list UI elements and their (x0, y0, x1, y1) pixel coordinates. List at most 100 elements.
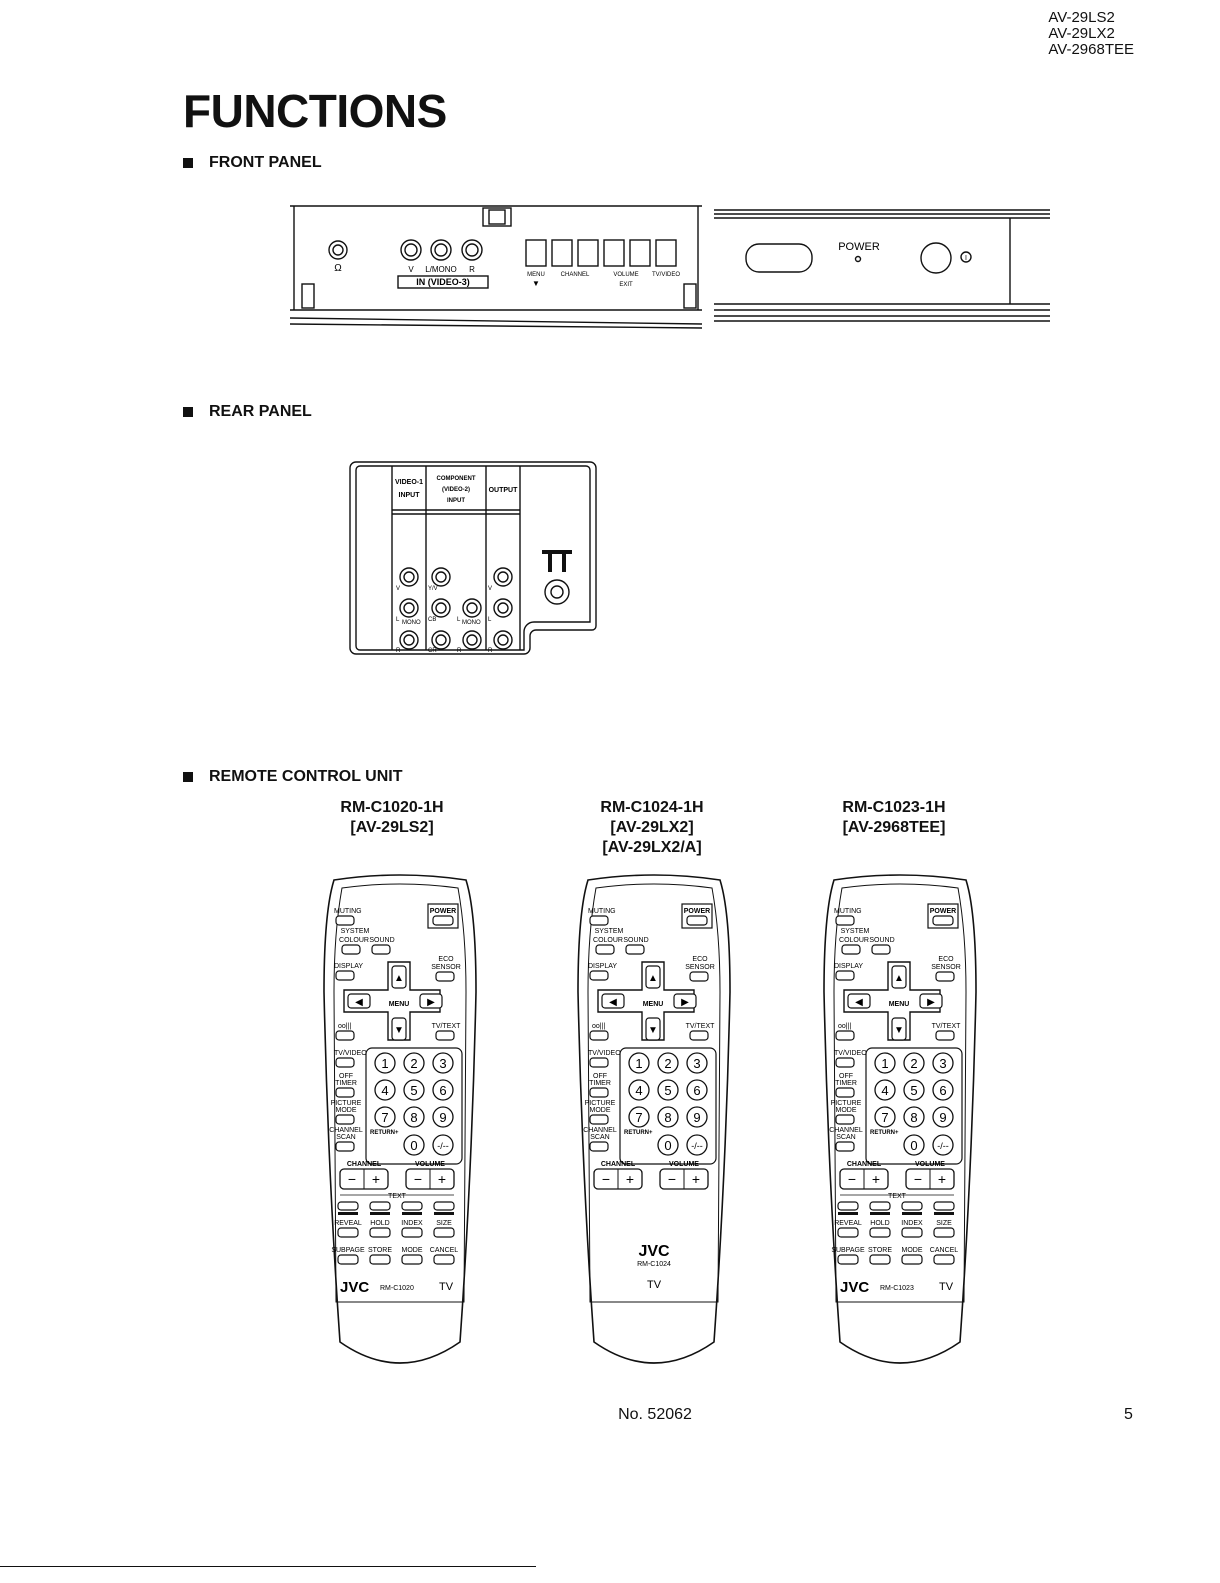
text-row1-button[interactable] (869, 1227, 891, 1238)
right-button[interactable] (673, 993, 697, 1009)
tvtext-button[interactable] (435, 1030, 455, 1041)
text-row2-button[interactable] (933, 1254, 955, 1265)
sound-button[interactable] (871, 944, 891, 955)
text-color-button[interactable] (433, 1201, 455, 1211)
sub-button[interactable] (335, 1030, 355, 1041)
picture-mode-button[interactable] (335, 1114, 355, 1125)
down-button[interactable] (645, 1017, 661, 1041)
text-row2-button[interactable] (901, 1254, 923, 1265)
text-row2-button[interactable] (401, 1254, 423, 1265)
left-button[interactable] (601, 993, 625, 1009)
digit-button[interactable] (657, 1079, 679, 1101)
digit-button[interactable] (657, 1106, 679, 1128)
power-button[interactable] (432, 915, 454, 926)
digit-button[interactable] (686, 1106, 708, 1128)
colour-button[interactable] (341, 944, 361, 955)
digit-button[interactable] (628, 1106, 650, 1128)
digit-button[interactable] (374, 1106, 396, 1128)
down-button[interactable] (391, 1017, 407, 1041)
text-color-button[interactable] (401, 1201, 423, 1211)
off-timer-button[interactable] (835, 1087, 855, 1098)
up-button[interactable] (891, 965, 907, 989)
eco-sensor-button[interactable] (689, 971, 709, 982)
colour-button[interactable] (595, 944, 615, 955)
text-color-button[interactable] (933, 1201, 955, 1211)
digit-button[interactable] (874, 1106, 896, 1128)
display-button[interactable] (589, 970, 609, 981)
digit-button[interactable] (403, 1106, 425, 1128)
digit-button[interactable] (403, 1052, 425, 1074)
digit-button[interactable] (403, 1134, 425, 1156)
digit-button[interactable] (432, 1052, 454, 1074)
digit-button[interactable] (903, 1106, 925, 1128)
display-button[interactable] (335, 970, 355, 981)
text-color-button[interactable] (901, 1201, 923, 1211)
text-row1-button[interactable] (837, 1227, 859, 1238)
tvtext-button[interactable] (935, 1030, 955, 1041)
off-timer-button[interactable] (589, 1087, 609, 1098)
digit-button[interactable] (432, 1106, 454, 1128)
left-button[interactable] (347, 993, 371, 1009)
power-button[interactable] (686, 915, 708, 926)
digit-button[interactable] (374, 1079, 396, 1101)
sound-button[interactable] (371, 944, 391, 955)
tvvideo-button[interactable] (335, 1057, 355, 1068)
digit-button[interactable] (932, 1106, 954, 1128)
dash-button[interactable] (932, 1134, 954, 1156)
digit-button[interactable] (874, 1079, 896, 1101)
text-row2-button[interactable] (869, 1254, 891, 1265)
text-row2-button[interactable] (433, 1254, 455, 1265)
channel-scan-button[interactable] (589, 1141, 609, 1152)
text-row2-button[interactable] (837, 1254, 859, 1265)
tvtext-button[interactable] (689, 1030, 709, 1041)
channel-scan-button[interactable] (835, 1141, 855, 1152)
digit-button[interactable] (432, 1079, 454, 1101)
off-timer-button[interactable] (335, 1087, 355, 1098)
display-button[interactable] (835, 970, 855, 981)
up-button[interactable] (391, 965, 407, 989)
digit-button[interactable] (903, 1134, 925, 1156)
power-button[interactable] (932, 915, 954, 926)
sub-button[interactable] (835, 1030, 855, 1041)
right-button[interactable] (919, 993, 943, 1009)
text-row1-button[interactable] (933, 1227, 955, 1238)
muting-button[interactable] (589, 915, 609, 926)
digit-button[interactable] (932, 1052, 954, 1074)
dash-button[interactable] (686, 1134, 708, 1156)
digit-button[interactable] (903, 1079, 925, 1101)
digit-button[interactable] (932, 1079, 954, 1101)
picture-mode-button[interactable] (589, 1114, 609, 1125)
text-color-button[interactable] (837, 1201, 859, 1211)
tvvideo-button[interactable] (835, 1057, 855, 1068)
digit-button[interactable] (657, 1052, 679, 1074)
text-row2-button[interactable] (337, 1254, 359, 1265)
digit-button[interactable] (374, 1052, 396, 1074)
text-row1-button[interactable] (337, 1227, 359, 1238)
sub-button[interactable] (589, 1030, 609, 1041)
text-row1-button[interactable] (369, 1227, 391, 1238)
eco-sensor-button[interactable] (435, 971, 455, 982)
digit-button[interactable] (657, 1134, 679, 1156)
tvvideo-button[interactable] (589, 1057, 609, 1068)
text-color-button[interactable] (369, 1201, 391, 1211)
picture-mode-button[interactable] (835, 1114, 855, 1125)
digit-button[interactable] (403, 1079, 425, 1101)
text-row1-button[interactable] (433, 1227, 455, 1238)
dash-button[interactable] (432, 1134, 454, 1156)
channel-scan-button[interactable] (335, 1141, 355, 1152)
muting-button[interactable] (835, 915, 855, 926)
text-row2-button[interactable] (369, 1254, 391, 1265)
text-row1-button[interactable] (401, 1227, 423, 1238)
right-button[interactable] (419, 993, 443, 1009)
digit-button[interactable] (686, 1052, 708, 1074)
text-color-button[interactable] (337, 1201, 359, 1211)
muting-button[interactable] (335, 915, 355, 926)
text-row1-button[interactable] (901, 1227, 923, 1238)
colour-button[interactable] (841, 944, 861, 955)
left-button[interactable] (847, 993, 871, 1009)
text-color-button[interactable] (869, 1201, 891, 1211)
digit-button[interactable] (628, 1079, 650, 1101)
digit-button[interactable] (903, 1052, 925, 1074)
sound-button[interactable] (625, 944, 645, 955)
digit-button[interactable] (628, 1052, 650, 1074)
